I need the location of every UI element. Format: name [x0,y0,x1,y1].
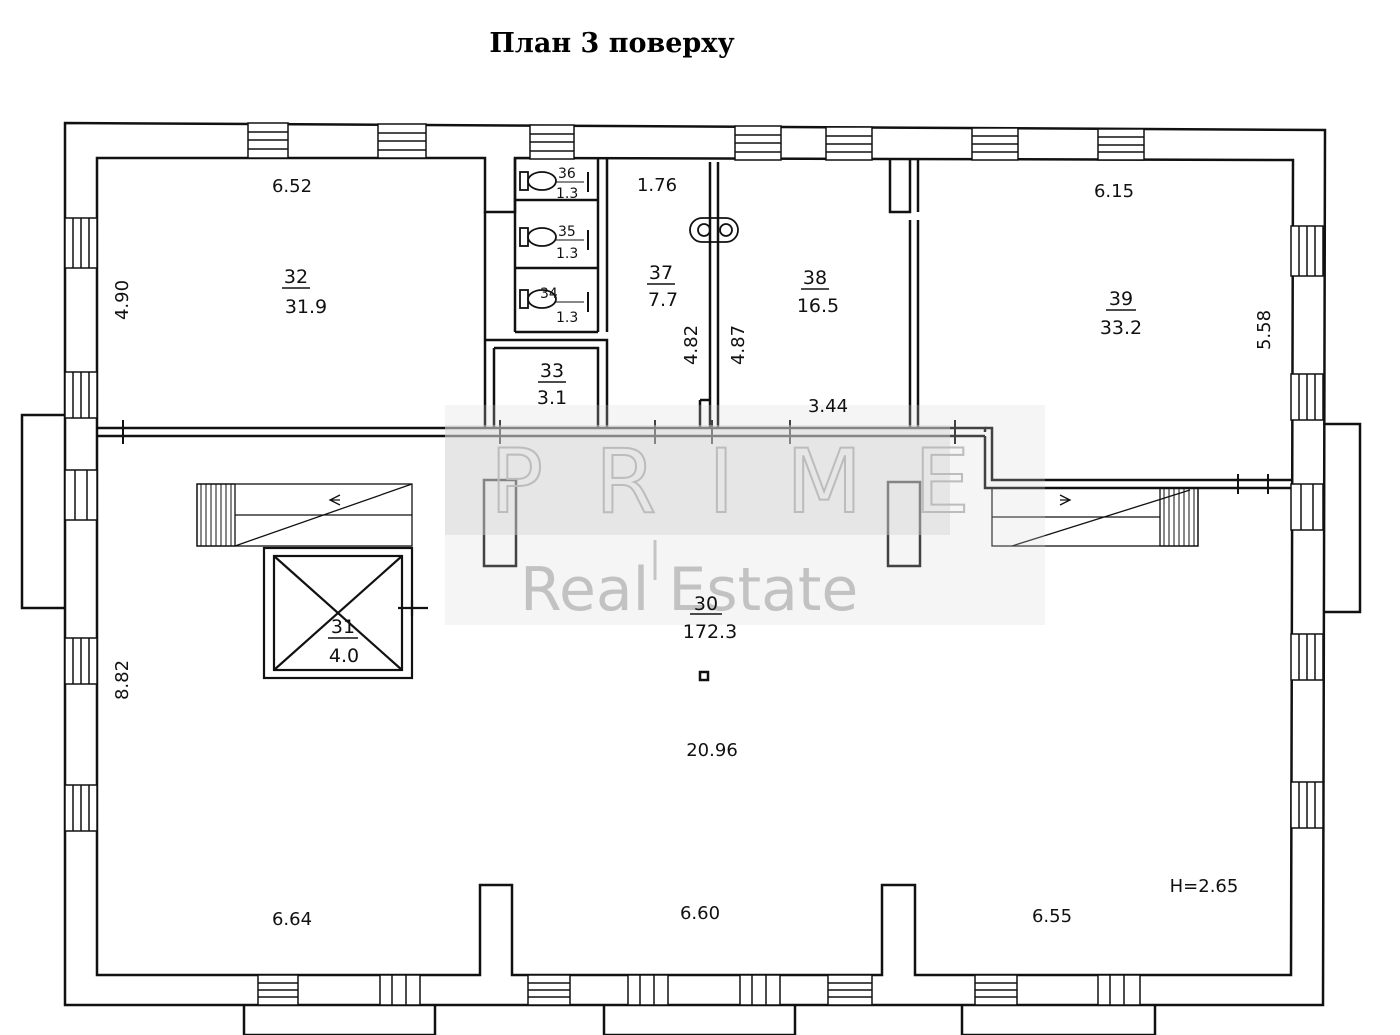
svg-text:38: 38 [803,267,827,289]
window-top [734,125,782,161]
elevator-shaft [262,546,428,680]
window-top [971,127,1019,161]
fixtures [519,171,739,309]
svg-text:172.3: 172.3 [683,621,737,643]
svg-text:1.3: 1.3 [556,186,578,202]
ceiling-height: H=2.65 [1170,876,1239,897]
sink-icon [689,217,739,243]
plan-title: План 3 поверху [489,28,735,59]
window-left [64,637,98,685]
room-34-label: 34 1.3 [540,286,584,326]
watermark-tagline: Real Estate [520,555,858,625]
balconies [20,413,1362,1035]
interior-walls [97,158,1291,682]
svg-text:35: 35 [558,224,576,240]
window-bottom [739,974,781,1006]
svg-text:16.5: 16.5 [797,295,839,317]
room-31-label: 31 4.0 [328,616,359,667]
stair-treads [1163,488,1195,546]
dim-room38-width: 3.44 [808,396,848,417]
room-35-label: 35 1.3 [556,224,584,262]
dim-room39-depth: 5.58 [1254,310,1275,350]
svg-text:34: 34 [540,286,558,302]
door-marks [122,172,1269,494]
windows [64,122,1324,1006]
svg-text:37: 37 [649,262,673,284]
window-left [64,784,98,832]
window-bottom [627,974,669,1006]
dim-bottom-middle: 6.60 [680,903,720,924]
svg-text:33: 33 [540,360,564,382]
dim-hall-depth: 8.82 [112,660,133,700]
room-33-label: 33 3.1 [537,360,567,409]
svg-text:4.0: 4.0 [329,645,359,667]
svg-text:3.1: 3.1 [537,387,567,409]
window-top [825,126,873,161]
outer-walls [63,121,1327,1007]
dim-hall-length: 20.96 [686,740,738,761]
window-right [1290,225,1324,277]
svg-text:31.9: 31.9 [285,296,327,318]
room-36-label: 36 1.3 [556,166,584,202]
dim-room38-depth: 4.87 [728,325,749,365]
window-right [1290,633,1324,681]
window-left [64,371,98,419]
stair-treads [200,484,232,546]
watermark: PRIME Real Estate [445,405,1045,625]
dim-room39-width: 6.15 [1094,181,1134,202]
window-right [1290,781,1324,829]
window-top [247,122,289,159]
toilet-icon [519,171,557,191]
dim-room37-width: 1.76 [637,175,677,196]
window-top [377,123,427,159]
window-top [1097,128,1145,161]
svg-text:1.3: 1.3 [556,246,578,262]
stairs-left [196,483,413,547]
window-bottom [379,974,421,1006]
svg-text:32: 32 [284,266,308,288]
svg-text:7.7: 7.7 [648,289,678,311]
room-30-label: 30 172.3 [683,593,737,643]
window-left [64,469,98,521]
svg-text:39: 39 [1109,288,1133,310]
window-bottom [827,974,873,1006]
room-38-label: 38 16.5 [797,267,839,317]
watermark-brand: PRIME [490,430,1022,533]
svg-text:33.2: 33.2 [1100,317,1142,339]
svg-text:31: 31 [331,616,355,638]
window-right [1290,373,1324,421]
room-32-label: 32 31.9 [282,266,327,318]
toilet-icon [519,289,557,309]
svg-text:30: 30 [694,593,718,615]
svg-text:36: 36 [558,166,576,182]
room-labels: 32 31.9 33 3.1 34 1.3 35 1.3 36 1.3 37 7… [282,166,1142,667]
room-39-label: 39 33.2 [1100,288,1142,339]
dim-bottom-left: 6.64 [272,909,312,930]
svg-text:1.3: 1.3 [556,310,578,326]
dimension-labels: 6.52 4.90 1.76 4.82 4.87 3.44 6.15 5.58 … [112,175,1275,930]
dim-room32-width: 6.52 [272,176,312,197]
room-37-label: 37 7.7 [647,262,678,311]
window-left [64,217,98,269]
window-right [1290,483,1324,531]
window-bottom [257,974,299,1006]
toilet-icon [519,227,557,247]
dim-room32-depth: 4.90 [112,280,133,320]
window-bottom [1097,974,1141,1006]
dim-bottom-right: 6.55 [1032,906,1072,927]
window-bottom [974,974,1018,1006]
dim-room37-depth: 4.82 [681,325,702,365]
window-top [529,124,575,160]
window-bottom [527,974,571,1006]
